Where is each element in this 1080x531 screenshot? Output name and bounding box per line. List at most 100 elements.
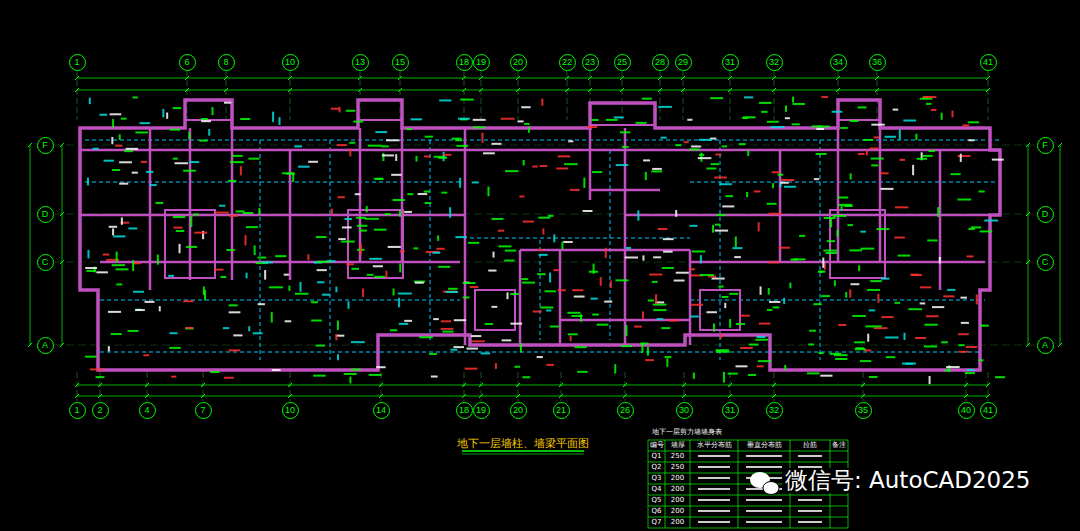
axis-bubble: 13 bbox=[352, 54, 369, 71]
axis-label: 36 bbox=[872, 57, 882, 67]
axis-label: 31 bbox=[725, 57, 735, 67]
table-cell: 编号 bbox=[650, 442, 664, 449]
axis-label: 19 bbox=[476, 57, 486, 67]
axis-label: 40 bbox=[961, 405, 971, 415]
axis-label: 23 bbox=[585, 57, 595, 67]
axis-bubble: C bbox=[37, 254, 54, 271]
axis-bubble: 28 bbox=[652, 54, 669, 71]
axis-label: 32 bbox=[769, 405, 779, 415]
axis-label: 34 bbox=[833, 57, 843, 67]
axis-bubble: 36 bbox=[869, 54, 886, 71]
axis-bubble: 26 bbox=[617, 402, 634, 419]
axis-bubble: 1 bbox=[69, 54, 86, 71]
table-cell: 200 bbox=[671, 486, 684, 493]
axis-label: 32 bbox=[769, 57, 779, 67]
axis-label: 10 bbox=[285, 57, 295, 67]
axis-bubble: 29 bbox=[675, 54, 692, 71]
table-cell: 200 bbox=[671, 508, 684, 515]
table-cell: Q7 bbox=[652, 519, 662, 526]
axis-bubble: 15 bbox=[392, 54, 409, 71]
axis-label: F bbox=[42, 140, 48, 150]
table-cell: 250 bbox=[671, 453, 684, 460]
axis-bubble: 1 bbox=[69, 402, 86, 419]
axis-label: 41 bbox=[983, 405, 993, 415]
axis-label: 35 bbox=[858, 405, 868, 415]
axis-label: 1 bbox=[74, 57, 79, 67]
axis-bubble: 7 bbox=[195, 402, 212, 419]
axis-label: 15 bbox=[395, 57, 405, 67]
axis-bubble: 32 bbox=[766, 54, 783, 71]
axis-label: C bbox=[42, 257, 49, 267]
axis-bubble: 8 bbox=[218, 54, 235, 71]
axis-bubble: 4 bbox=[139, 402, 156, 419]
axis-label: 25 bbox=[617, 57, 627, 67]
axis-label: A bbox=[42, 340, 48, 350]
axis-bubble: C bbox=[1037, 254, 1054, 271]
axis-label: 28 bbox=[655, 57, 665, 67]
axis-label: C bbox=[1042, 257, 1049, 267]
table-cell: Q5 bbox=[652, 497, 662, 504]
table-cell: 200 bbox=[671, 497, 684, 504]
axis-label: D bbox=[1042, 209, 1049, 219]
axis-bubble: 34 bbox=[830, 54, 847, 71]
drawing-title: 地下一层墙柱、墙梁平面图 bbox=[457, 436, 589, 451]
axis-label: 30 bbox=[679, 405, 689, 415]
axis-bubble: 31 bbox=[722, 54, 739, 71]
axis-bubble: 10 bbox=[282, 54, 299, 71]
table-cell: 墙厚 bbox=[671, 442, 685, 449]
axis-bubble: 18 bbox=[456, 402, 473, 419]
table-cell: 垂直分布筋 bbox=[747, 442, 782, 449]
axis-bubble: 31 bbox=[722, 402, 739, 419]
plan-lines bbox=[28, 71, 1062, 528]
table-cell: Q6 bbox=[652, 508, 662, 515]
axis-label: 22 bbox=[562, 57, 572, 67]
table-title: 地下一层剪力墙墙身表 bbox=[652, 429, 722, 436]
axis-label: 14 bbox=[376, 405, 386, 415]
axis-bubble: 25 bbox=[614, 54, 631, 71]
axis-label: 13 bbox=[355, 57, 365, 67]
table-cell: 200 bbox=[671, 519, 684, 526]
axis-bubble: 41 bbox=[980, 54, 997, 71]
axis-bubble: 19 bbox=[473, 54, 490, 71]
axis-bubble: 32 bbox=[766, 402, 783, 419]
axis-label: 2 bbox=[97, 405, 102, 415]
axis-bubble: D bbox=[1037, 206, 1054, 223]
axis-label: F bbox=[1042, 140, 1048, 150]
table-cell: 备注 bbox=[832, 442, 846, 449]
axis-label: 31 bbox=[725, 405, 735, 415]
axis-bubble: 20 bbox=[510, 54, 527, 71]
axis-label: 18 bbox=[459, 57, 469, 67]
axis-bubble: F bbox=[37, 137, 54, 154]
axis-bubble: 14 bbox=[373, 402, 390, 419]
axis-bubble: 6 bbox=[179, 54, 196, 71]
axis-label: 20 bbox=[513, 405, 523, 415]
axis-label: 10 bbox=[285, 405, 295, 415]
axis-label: 41 bbox=[983, 57, 993, 67]
axis-bubble: 18 bbox=[456, 54, 473, 71]
axis-label: 8 bbox=[223, 57, 228, 67]
axis-bubble: 30 bbox=[676, 402, 693, 419]
axis-bubble: 23 bbox=[582, 54, 599, 71]
axis-bubble: F bbox=[1037, 137, 1054, 154]
axis-label: 19 bbox=[476, 405, 486, 415]
watermark: 微信号: AutoCAD2025 bbox=[782, 468, 1034, 493]
axis-label: 6 bbox=[184, 57, 189, 67]
axis-label: 4 bbox=[144, 405, 149, 415]
axis-bubble: D bbox=[37, 206, 54, 223]
axis-bubble: 2 bbox=[92, 402, 109, 419]
axis-label: A bbox=[1042, 340, 1048, 350]
axis-label: 29 bbox=[678, 57, 688, 67]
axis-label: 26 bbox=[620, 405, 630, 415]
table-cell: 250 bbox=[671, 464, 684, 471]
table-cell: Q1 bbox=[652, 453, 662, 460]
axis-label: 21 bbox=[556, 405, 566, 415]
axis-bubble: 20 bbox=[510, 402, 527, 419]
axis-bubble: 22 bbox=[559, 54, 576, 71]
axis-label: 18 bbox=[459, 405, 469, 415]
axis-bubble: 41 bbox=[980, 402, 997, 419]
axis-bubble: 21 bbox=[553, 402, 570, 419]
axis-label: 7 bbox=[200, 405, 205, 415]
table-cell: Q2 bbox=[652, 464, 662, 471]
